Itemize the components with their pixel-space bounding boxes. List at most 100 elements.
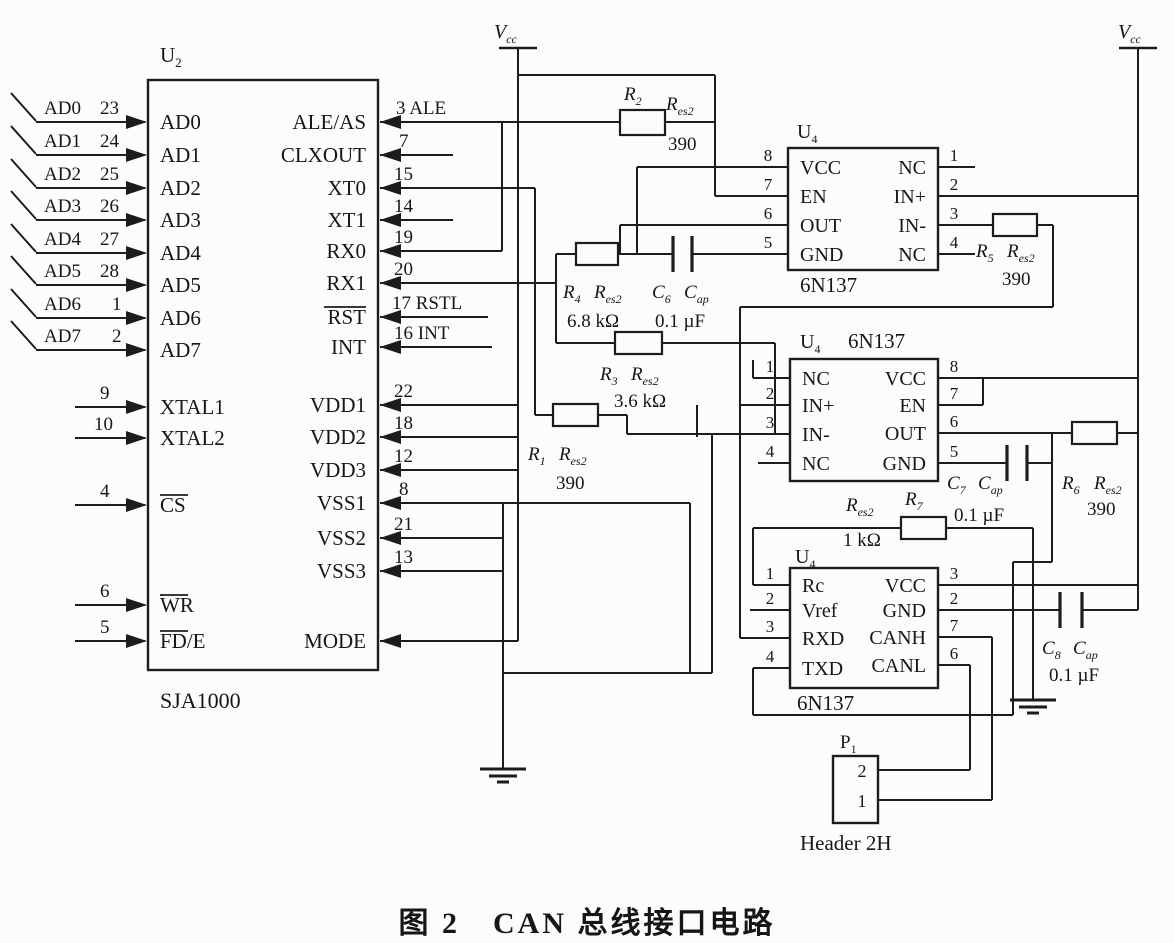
label: Vcc — [494, 21, 518, 46]
pin-label: AD5 — [160, 273, 201, 297]
label: 6N137 — [848, 329, 905, 353]
pin-label: WR — [160, 593, 194, 617]
pin-arrow-icon — [380, 430, 401, 444]
label: R1 — [527, 444, 546, 468]
pin-number: 3 — [950, 564, 959, 583]
resistor-R4 — [574, 241, 620, 267]
pin-label: RX0 — [326, 239, 366, 263]
label: 390 — [1002, 269, 1031, 290]
pin-label: CANH — [869, 627, 926, 649]
label: AD1 — [44, 131, 81, 152]
pin-label: NC — [802, 368, 830, 390]
pin-label: IN- — [802, 424, 830, 446]
label: U2 — [160, 43, 182, 70]
pin-arrow-icon — [380, 564, 401, 578]
pin-arrow-icon — [380, 244, 401, 258]
pin-number: 1 — [950, 146, 959, 165]
pin-number: 4 — [766, 442, 775, 461]
label: Vcc — [1118, 21, 1142, 46]
pin-label: VSS2 — [317, 526, 366, 550]
pin-number: 3 — [950, 204, 959, 223]
pin-label: CANL — [872, 655, 926, 677]
bus-slash-icon — [10, 92, 37, 122]
bus-slash-icon — [10, 288, 37, 318]
chip-U4-6N137 — [786, 146, 940, 272]
pin-arrow-icon — [380, 496, 401, 510]
label: AD3 — [44, 196, 81, 217]
chip-U4-6N137 — [788, 357, 940, 483]
label: 12 — [394, 446, 413, 467]
label: 15 — [394, 164, 413, 185]
pin-label: ALE/AS — [293, 110, 367, 134]
label: 6N137 — [797, 691, 854, 715]
pin-number: 8 — [950, 357, 959, 376]
pin-label: CS — [160, 493, 186, 517]
label: 20 — [394, 259, 413, 280]
pin-label: VCC — [885, 575, 926, 597]
label: AD5 — [44, 261, 81, 282]
pin-label: RX1 — [326, 271, 366, 295]
pin-label: NC — [802, 453, 830, 475]
label: AD4 — [44, 229, 81, 250]
pin-number: 8 — [764, 146, 773, 165]
pin-label: NC — [898, 244, 926, 266]
label: 3 ALE — [396, 98, 446, 119]
label: C6 — [652, 282, 671, 306]
label: 24 — [100, 131, 120, 152]
pin-arrow-icon — [380, 398, 401, 412]
resistor-R1 — [551, 402, 600, 428]
label: 19 — [394, 227, 413, 248]
label: R6 — [1061, 473, 1080, 497]
label: C7 — [947, 473, 967, 497]
pin-label: AD0 — [160, 110, 201, 134]
pin-number: 2 — [858, 761, 867, 781]
label: C8 — [1042, 638, 1061, 662]
label: 26 — [100, 196, 119, 217]
label: 8 — [399, 479, 409, 500]
label: P1 — [840, 732, 857, 756]
label: 18 — [394, 413, 413, 434]
label: 14 — [394, 196, 414, 217]
chip-U2-SJA1000 — [146, 78, 380, 672]
pin-number: 2 — [766, 589, 775, 608]
label: 0.1 µF — [655, 311, 705, 332]
bus-slash-icon — [10, 320, 37, 350]
label: Res2 — [558, 444, 587, 468]
pin-number: 7 — [764, 175, 773, 194]
label: 0.1 µF — [954, 505, 1004, 526]
pin-label: FD/E — [160, 629, 206, 653]
pin-label: TXD — [802, 658, 843, 680]
label: AD7 — [44, 326, 81, 347]
pin-label: VCC — [800, 157, 841, 179]
pin-label: EN — [800, 186, 827, 208]
pin-label: AD7 — [160, 338, 201, 362]
label: SJA1000 — [160, 688, 241, 713]
chip-U4-6N137 — [788, 566, 940, 690]
pin-number: 1 — [766, 357, 775, 376]
label: 3.6 kΩ — [614, 391, 666, 412]
label: 390 — [556, 473, 585, 494]
pin-label: IN+ — [894, 186, 926, 208]
label: 7 — [399, 131, 409, 152]
pin-label: XTAL2 — [160, 426, 225, 450]
label: 6N137 — [800, 273, 857, 297]
pin-label: RXD — [802, 628, 844, 650]
pin-arrow-icon — [126, 343, 147, 357]
chip-P1-Header 2H — [831, 754, 880, 825]
pin-arrow-icon — [380, 310, 401, 324]
pin-number: 3 — [766, 413, 775, 432]
label: Res2 — [665, 94, 694, 118]
label: 4 — [100, 481, 110, 502]
label: R3 — [599, 364, 618, 388]
label: 17 RSTL — [392, 293, 462, 314]
resistor-R6 — [1070, 420, 1119, 446]
pin-arrow-icon — [126, 400, 147, 414]
pin-label: OUT — [885, 423, 926, 445]
pin-arrow-icon — [126, 498, 147, 512]
pin-arrow-icon — [380, 181, 401, 195]
pin-label: GND — [800, 244, 843, 266]
pin-number: 3 — [766, 617, 775, 636]
pin-label: MODE — [304, 629, 366, 653]
pin-label: VDD2 — [310, 425, 366, 449]
label: 28 — [100, 261, 119, 282]
